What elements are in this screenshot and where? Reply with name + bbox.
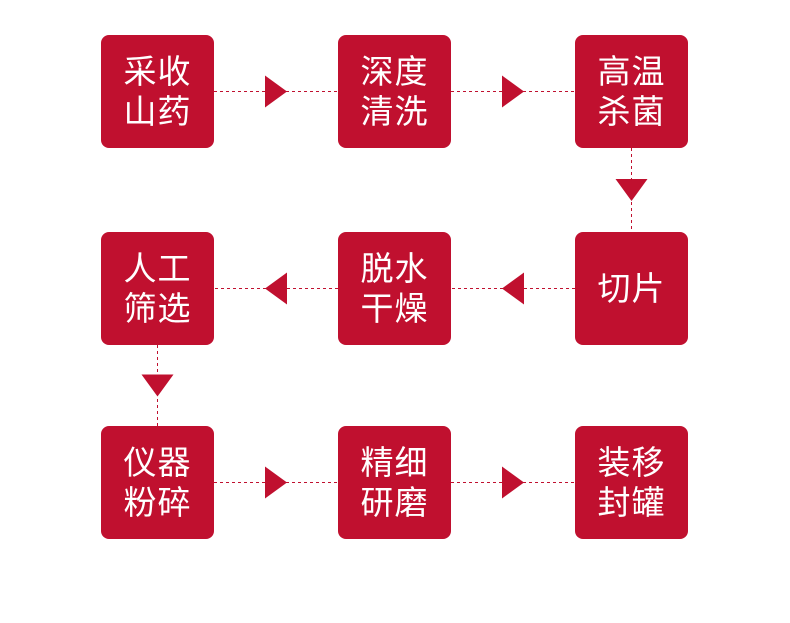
step-box-high-temp-sterilize: 高温 杀菌 <box>575 35 688 148</box>
step-box-pack-seal: 装移 封罐 <box>575 426 688 539</box>
flow-arrow-right-icon <box>265 75 287 108</box>
step-box-slice: 切片 <box>575 232 688 345</box>
step-box-deep-wash: 深度 清洗 <box>338 35 451 148</box>
flow-arrow-left-icon <box>502 272 524 305</box>
step-box-harvest-yam: 采收 山药 <box>101 35 214 148</box>
flow-arrow-down-icon <box>141 374 174 397</box>
flow-arrow-right-icon <box>502 466 524 499</box>
flow-arrow-left-icon <box>265 272 287 305</box>
step-box-machine-crush: 仪器 粉碎 <box>101 426 214 539</box>
flow-arrow-down-icon <box>615 179 648 201</box>
flow-arrow-right-icon <box>265 466 287 499</box>
flow-arrow-right-icon <box>502 75 524 108</box>
step-box-fine-grind: 精细 研磨 <box>338 426 451 539</box>
step-box-dehydrate-dry: 脱水 干燥 <box>338 232 451 345</box>
step-box-manual-screen: 人工 筛选 <box>101 232 214 345</box>
